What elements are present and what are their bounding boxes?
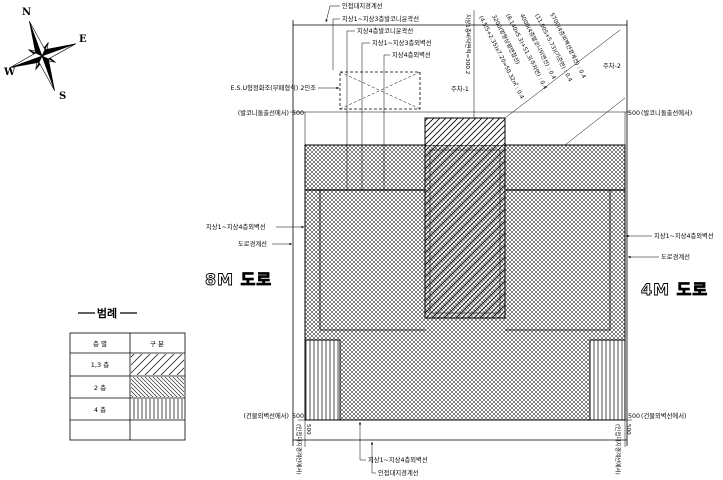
legend-swatch-back-diagonal [131,377,184,397]
compass-north-label: N [22,7,31,18]
legend-swatch-diagonal [131,354,184,375]
legend: 범례 층 별 구 분 1,3 층 2 층 4 층 [69,306,186,441]
legend-swatch-vertical [131,399,184,419]
label-parking-2: 주차-2 [603,61,621,70]
area-note-diagonal-leader [504,29,621,119]
label-outer-wall-4: 지상4층외벽선 [392,50,431,59]
bottom-setback-right-note: (건물외벽선에서) [641,411,686,420]
bottom-setback-left-note: (건물외벽선에서) [244,411,289,420]
central-column [424,117,506,319]
top-annotations: 인접대지경계선 지상1~지상3층발코니윤곽선 지상4층발코니윤곽선 지상1~지상… [231,1,692,190]
label-septic-tank: E.S.U형정화조(부패형식) 2인조 [231,83,317,92]
top-setback-left-value: 500 [292,110,304,117]
bottom-right-edge-value: 500 [625,424,631,435]
label-left-outer-wall: 지상1~지상4층외벽선 [206,222,266,231]
corner-right-fourth-floor [589,339,626,421]
bottom-right-edge-note: (인접대지경계선에서) [614,424,622,475]
leader-adjacent-site-line [325,5,340,23]
compass-east-label: E [79,34,87,45]
bottom-annotations: (건물외벽선에서) 500 500 (건물외벽선에서) 지상1~지상4층외벽선 … [244,411,687,477]
corner-left-fourth-floor [304,339,341,421]
left-annotations: 지상1~지상4층외벽선 도로경계선 8M 도로 [205,222,304,289]
top-setback-right-value: 500 [628,110,640,117]
leader-outer-wall-4 [383,54,390,190]
bottom-setback-right-value: 500 [628,413,640,420]
label-bottom-adjacent-site-line: 인접대지경계선 [378,468,419,477]
area-note-floor-area: 지상1층바닥면적=300.2 [464,14,472,74]
label-parking-1: 주차-1 [451,84,469,93]
legend-header-floor: 층 별 [93,339,107,348]
legend-row-floor: 1,3 층 [91,360,109,369]
compass-rose-icon [9,21,76,91]
label-right-road: 4M 도로 [641,280,708,299]
leader-balcony-outline-1-3 [332,18,340,70]
bottom-setback-left-value: 500 [292,413,304,420]
legend-row-floor: 4 층 [94,405,106,414]
central-column-inner-outline [429,149,501,314]
label-bottom-outer-wall: 지상1~지상4층외벽선 [368,455,428,464]
top-setback-left-note: (발코니돌출선에서) [238,108,289,117]
top-setback-right-note: (발코니돌출선에서) [641,108,692,117]
legend-header-type: 구 분 [150,340,164,348]
label-left-road-boundary: 도로경계선 [238,239,267,248]
leader-bottom-adjacent-site-line [370,442,376,474]
leader-balcony-outline-4 [346,30,355,190]
label-balcony-outline-4: 지상4층발코니윤곽선 [357,26,413,35]
legend-title: 범례 [97,306,117,320]
label-left-road: 8M 도로 [205,270,272,289]
label-balcony-outline-1-3: 지상1~지상3층발코니윤곽선 [342,14,419,23]
label-outer-wall-1-3: 지상1~지상3층외벽선 [372,38,432,47]
label-right-outer-wall: 지상1~지상4층외벽선 [654,231,714,240]
bottom-left-edge-note: (인접대지경계선에서) [295,424,303,475]
leader-outer-wall-1-3 [361,42,370,190]
compass-west-label: W [3,67,16,78]
legend-row-floor: 2 층 [94,383,106,392]
building-footprint [304,117,626,421]
compass-south-label: S [59,91,66,102]
legend-table-border [69,332,186,441]
label-adjacent-site-line: 인접대지경계선 [342,1,383,10]
septic-tank-outline [339,71,421,110]
leader-bottom-outer-wall [358,422,366,461]
label-right-road-boundary: 도로경계선 [661,252,690,261]
bottom-left-edge-value: 500 [305,424,311,435]
area-note-diagonal-leader-2 [564,97,626,146]
right-annotations: 지상1~지상4층외벽선 도로경계선 4M 도로 [626,231,714,299]
